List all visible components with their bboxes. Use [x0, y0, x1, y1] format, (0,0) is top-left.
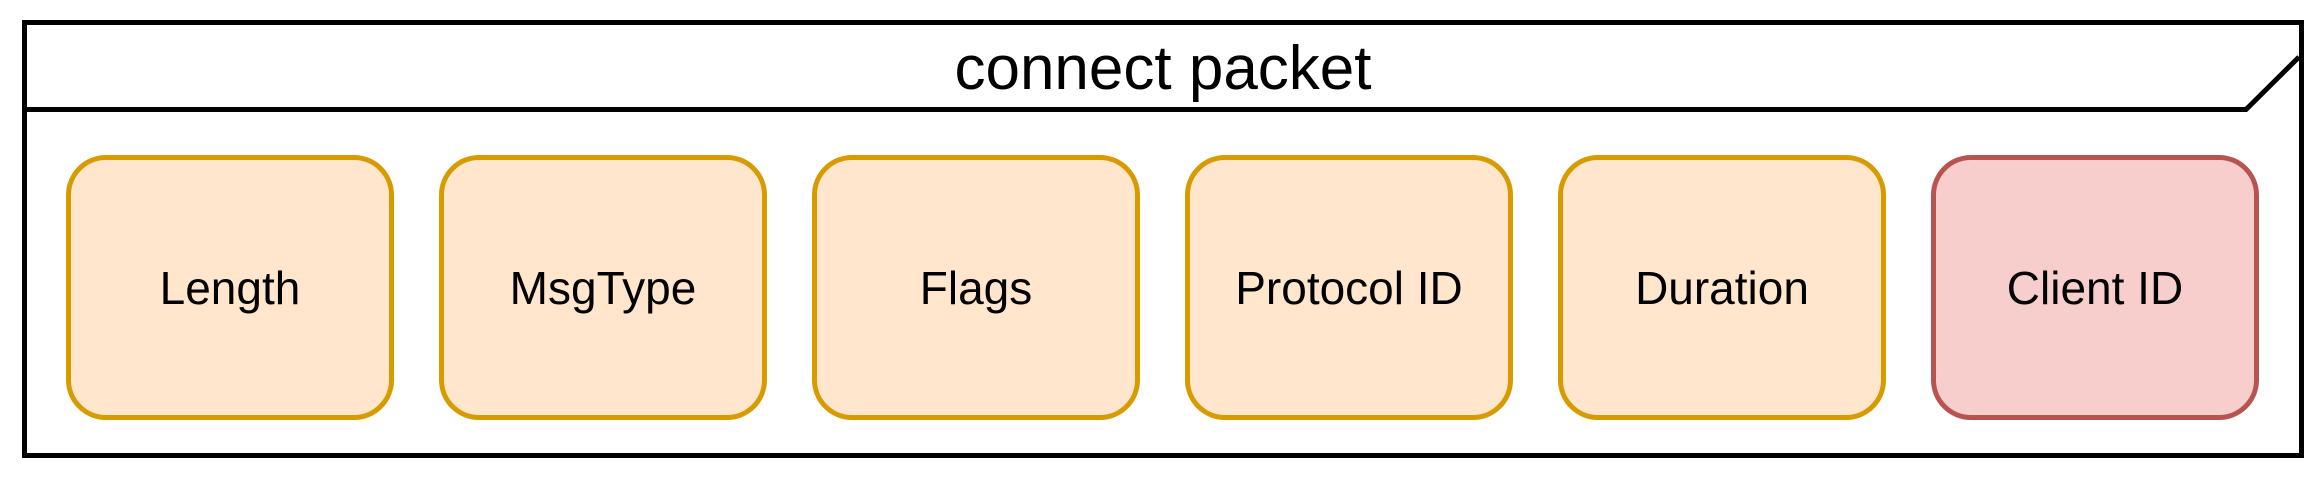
field-length: Length [66, 155, 394, 420]
field-client-id: Client ID [1931, 155, 2259, 420]
field-msgtype: MsgType [439, 155, 767, 420]
field-protocol-id: Protocol ID [1185, 155, 1513, 420]
frame-header-tab-shape [27, 55, 2299, 112]
frame-title: connect packet [954, 34, 1372, 103]
connect-packet-frame: connect packet Length MsgType Flags Prot… [22, 20, 2304, 458]
frame-header: connect packet [27, 25, 2299, 112]
field-flags: Flags [812, 155, 1140, 420]
field-duration: Duration [1558, 155, 1886, 420]
